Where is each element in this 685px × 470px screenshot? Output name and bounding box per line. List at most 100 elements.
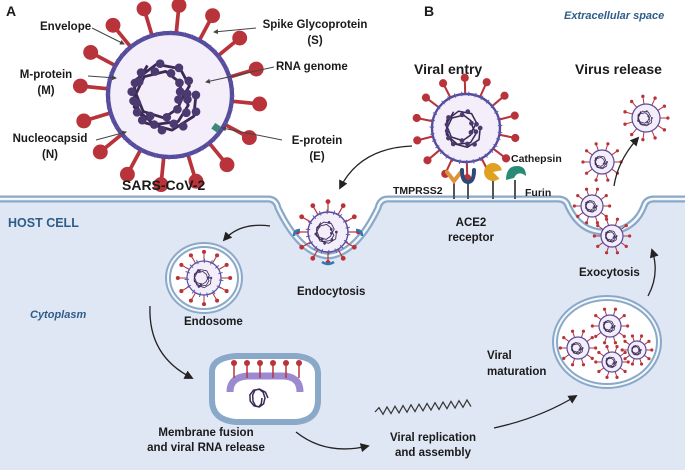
spike-head	[615, 251, 620, 255]
cathepsin-receptor	[484, 163, 503, 199]
spike-head	[597, 350, 601, 355]
nucleocapsid-bead	[330, 238, 334, 241]
m-protein	[124, 48, 129, 53]
spike-head	[576, 214, 580, 218]
endocytosis-label: Endocytosis	[297, 286, 366, 298]
nucleocapsid-bead	[314, 232, 318, 236]
host-cell-label: HOST CELL	[8, 216, 79, 230]
m-protein	[200, 146, 204, 151]
m-protein	[441, 100, 445, 105]
fusion-vesicle	[209, 353, 321, 425]
m-protein	[207, 44, 212, 50]
spike-head	[605, 375, 609, 380]
m-protein	[181, 153, 184, 159]
nucleocapsid-bead	[330, 231, 333, 235]
spike-head	[351, 244, 357, 250]
nucleocapsid-bead	[329, 227, 333, 231]
envelope-label: Envelope	[40, 21, 92, 33]
nucleocapsid-bead	[605, 357, 608, 360]
spike-head	[584, 221, 589, 225]
spike-head	[584, 171, 589, 175]
spike-head	[224, 262, 229, 267]
spike-head	[647, 339, 651, 343]
maturing-virion	[558, 329, 598, 367]
rna-genome	[585, 200, 597, 213]
m-protein	[472, 159, 475, 164]
released-virion	[572, 187, 612, 225]
m-protein	[215, 264, 220, 269]
nucleocapsid-bead	[130, 78, 140, 88]
spike-head	[105, 17, 121, 33]
released-rna	[249, 388, 269, 408]
m-protein	[212, 290, 216, 295]
spike-head	[623, 369, 627, 374]
m-protein	[343, 239, 349, 243]
m-protein	[206, 142, 210, 147]
spike-head	[252, 96, 268, 112]
m-protein	[209, 260, 213, 265]
spike-head	[92, 144, 108, 160]
nucleocapsid-bead	[334, 230, 338, 234]
spike-head	[615, 217, 620, 221]
spike-head	[613, 341, 618, 345]
viral-envelope	[598, 314, 622, 338]
spike-head	[175, 275, 180, 281]
spike-head	[623, 122, 627, 126]
spike-head	[602, 341, 607, 345]
spike-head	[622, 334, 626, 338]
spike-head	[119, 166, 135, 182]
ace2-bound	[321, 260, 335, 266]
nucleocapsid-bead	[473, 129, 479, 135]
spike-head	[136, 1, 152, 17]
spike-head	[594, 178, 598, 182]
nucleocapsid-bead	[184, 76, 194, 86]
nucleocapsid-bead	[199, 283, 203, 286]
nucleocapsid-bead	[155, 59, 165, 68]
spike-head	[570, 329, 575, 333]
receptor-notch	[493, 170, 503, 180]
m-protein	[228, 81, 234, 84]
m-protein	[342, 219, 348, 223]
spike-head	[641, 94, 645, 99]
nucleocapsid-bead	[645, 110, 648, 113]
nucleocapsid-bead	[578, 348, 581, 351]
rna-genome	[605, 230, 617, 243]
spike-head	[630, 334, 635, 338]
viral-entry-title: Viral entry	[414, 61, 483, 77]
nucleocapsid-bead	[477, 125, 483, 131]
spike-head	[413, 136, 422, 145]
m-protein	[105, 86, 111, 88]
furin-label: Furin	[525, 187, 552, 199]
spike-head	[608, 204, 612, 208]
spike-head	[604, 194, 608, 198]
m-protein	[194, 149, 198, 154]
ace2-bound	[292, 228, 301, 237]
m-protein	[493, 143, 498, 148]
spike-head	[310, 203, 316, 209]
nucleocapsid-bead	[320, 237, 324, 241]
spike-head	[594, 346, 598, 350]
m-protein	[177, 30, 179, 36]
spike-head	[501, 154, 511, 163]
nucleocapsid-bead	[323, 241, 327, 245]
spike-head	[624, 224, 628, 228]
m-protein	[123, 136, 128, 141]
spike-head	[201, 302, 207, 307]
nucleocapsid-bead	[127, 87, 137, 97]
nucleocapsid-bead	[613, 325, 616, 327]
spike-head	[604, 251, 609, 255]
nucleocapsid-bead	[150, 67, 160, 76]
nucleocapsid-bead	[444, 122, 450, 127]
spike-head	[622, 314, 626, 318]
spike-head	[351, 214, 357, 220]
m-protein	[140, 148, 144, 153]
nucleocapsid-bead	[132, 98, 142, 108]
spike-head	[653, 136, 657, 140]
fusion-spike-head	[270, 360, 276, 366]
spike-head	[215, 298, 220, 303]
m-protein	[186, 284, 192, 288]
m-protein-abbr: (M)	[37, 85, 55, 97]
nucleocapsid-bead	[132, 107, 142, 117]
nucleocapsid-bead	[191, 90, 201, 100]
spike-head	[340, 203, 346, 209]
